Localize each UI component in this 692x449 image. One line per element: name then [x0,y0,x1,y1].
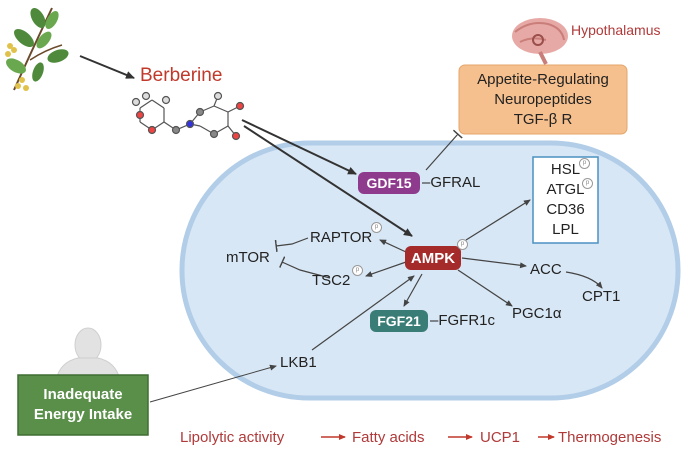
hypothalamus-label: Hypothalamus [571,22,661,38]
arrow-lkb1-to-ampk [311,275,415,351]
arrow-berberine-to-gdf15 [241,119,357,175]
arrow-ampk-to-raptor [379,239,407,253]
cd36-label: CD36 [546,201,585,218]
arrow-berberine-to-ampk [243,125,413,237]
tsc2-phospho-badge: p [352,265,363,276]
arrow-acc-to-cpt1 [565,271,603,289]
hsl-phospho-badge: p [579,158,590,169]
arrow-energy-to-lkb1 [149,364,277,403]
appetite-line-1: Appetite-Regulating [477,71,609,88]
appetite-box [458,64,628,135]
berberine-molecule-icon [131,91,245,141]
fgfr1c-label: –FGFR1c [430,312,496,329]
lipid-enzymes-list: HSL ATGL CD36 LPL [533,160,598,240]
raptor-label: RAPTOR [310,229,373,246]
hsl-label: HSL [550,161,581,178]
energy-line-1: Inadequate [43,386,123,403]
barberry-plant-icon [5,7,69,91]
energy-intake-text: Inadequate Energy Intake [18,385,148,425]
energy-line-2: Energy Intake [33,406,133,423]
energy-intake-box [17,374,149,436]
inhibit-tsc2-to-mtor [279,256,331,279]
arrow-plant-to-berberine [79,55,135,79]
gdf15-badge: GDF15 [358,172,420,194]
atgl-label: ATGL [546,181,585,198]
lkb1-label: LKB1 [280,354,317,371]
raptor-phospho-badge: p [371,222,382,233]
tsc2-label: TSC2 [312,272,351,289]
lpl-label: LPL [552,221,579,238]
inhibit-gfral-to-appetite [425,129,463,171]
arrow-ampk-to-fgf21 [403,273,423,307]
lipid-enzymes-box [532,156,599,244]
atgl-phospho-badge: p [582,178,593,189]
appetite-line-2: Neuropeptides [494,91,592,108]
ampk-badge: AMPK [405,246,461,270]
arrow-ampk-to-pgc1a [457,269,513,307]
gfral-label: –GFRAL [422,174,481,191]
person-icon [55,327,121,381]
appetite-line-3: TGF-β R [513,111,573,128]
mtor-label: mTOR [226,249,270,266]
brain-icon [512,18,568,65]
pathway-step-thermogenesis: Thermogenesis [558,429,662,446]
berberine-label: Berberine [140,65,223,86]
pathway-step-ucp1: UCP1 [480,429,521,446]
cpt1-label: CPT1 [582,288,621,305]
pathway-step-lipolytic: Lipolytic activity [180,429,285,446]
pathway-step-fatty-acids: Fatty acids [352,429,425,446]
arrow-ampk-to-lipid-box [465,199,531,241]
arrow-ampk-to-acc [461,257,527,269]
fgf21-badge: FGF21 [370,310,428,332]
arrow-ampk-to-tsc2 [365,261,407,277]
ampk-phospho-badge: p [457,239,468,250]
inhibit-raptor-to-mtor [274,237,309,253]
pgc1a-label: PGC1α [512,305,562,322]
acc-label: ACC [530,261,562,278]
appetite-text: Appetite-Regulating Neuropeptides TGF-β … [459,70,627,130]
